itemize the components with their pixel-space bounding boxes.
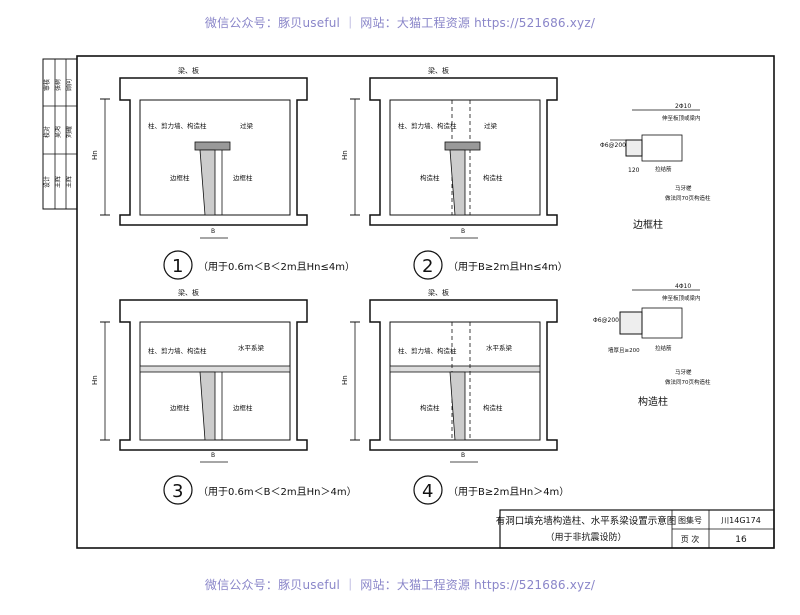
drawing-label: 水平系梁: [486, 343, 513, 352]
drawing-label: B: [461, 228, 465, 235]
drawing-label: 墙厚且≥200: [608, 346, 640, 354]
drawing-label: Φ6@200: [593, 317, 619, 324]
drawing-label: 4Φ10: [675, 283, 691, 290]
detail-constructional-column: 4Φ10 Φ6@200 伸至板顶或梁内 墙厚且≥200 拉结筋 马牙槎 做法同7…: [593, 283, 711, 408]
drawing-label: 构造柱: [420, 403, 440, 412]
signature-strip: 审核 张树 顾问 校对 吴鸿 刘耀 设计 王辉 王辉: [42, 58, 78, 210]
strip-cell: 刘耀: [65, 126, 73, 138]
drawing-label: 拉结筋: [655, 165, 672, 173]
dim-b: B: [211, 228, 215, 235]
strip-cell: 王辉: [54, 176, 62, 188]
strip-cell: 王辉: [65, 176, 73, 188]
drawing-label: 川14G174: [721, 516, 761, 525]
strip-cell: 吴鸿: [54, 126, 62, 138]
drawing-label: 3: [172, 481, 183, 502]
drawing-label: 伸至板顶或梁内: [662, 294, 701, 302]
panel-4: Hn B 梁、板 柱、剪力墙、构造柱 水平系梁 构造柱 构造柱 4 （用于B≥2…: [341, 288, 569, 505]
drawing-label: 120: [628, 167, 640, 174]
drawing-label: 边框柱: [233, 403, 253, 412]
drawing-label: 梁、板: [428, 288, 449, 297]
drawing-label: 伸至板顶或梁内: [662, 114, 701, 122]
drawing-label: Hn: [91, 375, 99, 385]
beam-label: 梁、板: [178, 66, 199, 75]
panel-caption: （用于0.6m＜B＜2m且Hn≤4m）: [198, 261, 355, 273]
drawing-label: 拉结筋: [655, 344, 672, 352]
title-block: 有洞口填充墙构造柱、水平系梁设置示意图 （用于非抗震设防） 图集号 川14G17…: [496, 509, 775, 549]
panel-1: Hn B 梁、板 柱、剪力墙、构造柱 过梁 边框柱 边框柱 1 （用于0.6m＜…: [91, 66, 355, 280]
strip-cell: 校对: [43, 126, 51, 138]
strip-cell: 设计: [43, 176, 51, 188]
drawing-label: 构造柱: [483, 403, 503, 412]
drawing-title: 有洞口填充墙构造柱、水平系梁设置示意图: [496, 515, 677, 527]
drawing-label: 图集号: [678, 515, 702, 525]
panel-2: Hn B 梁、板 柱、剪力墙、构造柱 过梁 构造柱 构造柱 2 （用于B≥2m且…: [341, 66, 568, 280]
detail-boundary-column: 2Φ10 Φ6@200 伸至板顶或梁内 120 拉结筋 马牙槎 做法同70页构造…: [600, 103, 711, 231]
drawing-label: （用于B≥2m且Hn＞4m）: [448, 486, 569, 498]
drawing-label: 梁、板: [178, 288, 199, 297]
strip-cell: 顾问: [65, 79, 73, 91]
drawing-label: 水平系梁: [238, 343, 265, 352]
drawing-label: Hn: [341, 150, 349, 160]
watermark-bottom: 微信公众号：豚贝useful ｜ 网站：大猫工程资源 https://52168…: [204, 578, 596, 592]
drawing-label: 柱、剪力墙、构造柱: [398, 121, 457, 130]
drawing-label: 页 次: [681, 534, 700, 544]
drawing-label: （用于B≥2m且Hn≤4m）: [448, 261, 568, 273]
drawing-label: 16: [735, 535, 747, 545]
drawing-subtitle: （用于非抗震设防）: [545, 531, 626, 543]
drawing-label: B: [461, 452, 465, 459]
panel-number: 1: [172, 256, 183, 277]
strip-cell: 审核: [43, 79, 51, 91]
watermark-top: 微信公众号：豚贝useful ｜ 网站：大猫工程资源 https://52168…: [204, 16, 596, 30]
drawing-label: 4: [422, 481, 433, 502]
col-label: 柱、剪力墙、构造柱: [148, 121, 207, 130]
drawing-label: 2: [422, 256, 433, 277]
right-col-label: 边框柱: [233, 173, 253, 182]
panel-3: Hn B 梁、板 柱、剪力墙、构造柱 水平系梁 边框柱 边框柱 3 （用于0.6…: [91, 288, 357, 505]
strip-cell: 张树: [54, 79, 62, 91]
drawing-label: 柱、剪力墙、构造柱: [148, 346, 207, 355]
drawing-label: B: [211, 452, 215, 459]
drawing-label: 过梁: [484, 121, 498, 130]
drawing-label: 梁、板: [428, 66, 449, 75]
drawing-label: 马牙槎: [675, 184, 692, 192]
drawing-label: Φ6@200: [600, 142, 626, 149]
drawing-label: （用于0.6m＜B＜2m且Hn＞4m）: [198, 486, 357, 498]
drawing-label: Hn: [341, 375, 349, 385]
drawing-label: 做法同70页构造柱: [665, 194, 711, 202]
drawing-label: 构造柱: [483, 173, 503, 182]
drawing-label: 边框柱: [633, 218, 663, 231]
drawing-label: 柱、剪力墙、构造柱: [398, 346, 457, 355]
drawing-label: 构造柱: [420, 173, 440, 182]
left-col-label: 边框柱: [170, 173, 190, 182]
dim-hn: Hn: [91, 150, 99, 160]
lintel-label: 过梁: [240, 121, 254, 130]
drawing-label: 马牙槎: [675, 368, 692, 376]
drawing-label: 2Φ10: [675, 103, 691, 110]
drawing-label: 做法同70页构造柱: [665, 378, 711, 386]
drawing-frame: [76, 55, 775, 549]
drawing-label: 边框柱: [170, 403, 190, 412]
drawing-label: 构造柱: [638, 395, 668, 408]
